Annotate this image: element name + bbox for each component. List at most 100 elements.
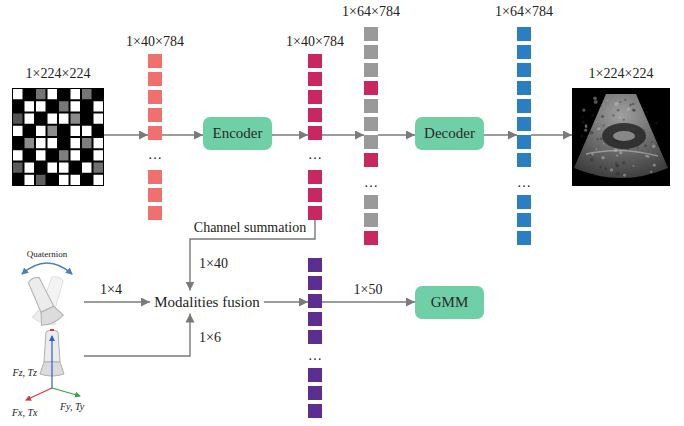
image-ground xyxy=(12,88,104,186)
masked-patch xyxy=(59,175,69,185)
edge-label: 1×4 xyxy=(98,282,124,297)
feature-token xyxy=(364,231,378,245)
feature-token xyxy=(308,188,322,202)
feature-token xyxy=(148,90,162,104)
masked-patch xyxy=(71,138,81,148)
speckle xyxy=(591,114,593,116)
feature-token xyxy=(148,108,162,122)
speckle xyxy=(617,109,620,112)
feature-column-illustration xyxy=(308,258,322,418)
dimension-label: 1×40 xyxy=(197,256,230,271)
gmm-box: GMM xyxy=(415,286,484,319)
speckle xyxy=(584,129,587,132)
flow-arrow xyxy=(378,134,415,135)
speckle xyxy=(646,111,648,113)
edge-label: 1×6 xyxy=(197,330,223,345)
input-image-illustration xyxy=(12,88,104,186)
dimension-label: 1×224×224 xyxy=(589,66,654,81)
feature-token xyxy=(364,117,378,131)
speckle xyxy=(630,104,632,106)
speckle xyxy=(632,103,635,106)
speckle xyxy=(633,165,635,167)
visible-patch xyxy=(36,89,46,99)
speckle xyxy=(593,96,597,100)
visible-patch xyxy=(59,101,69,111)
speckle xyxy=(619,151,622,154)
encoder-box: Encoder xyxy=(203,117,272,150)
speckle xyxy=(582,108,585,111)
visible-patch xyxy=(82,89,92,99)
masked-patch xyxy=(71,101,81,111)
flow-arrow xyxy=(322,301,415,302)
speckle xyxy=(644,145,647,148)
output-image: 1×224×224 xyxy=(572,88,670,186)
speckle xyxy=(616,165,619,168)
masked-patch xyxy=(71,89,81,99)
speckle xyxy=(594,100,595,101)
feature-token xyxy=(517,231,531,245)
probe-handle xyxy=(27,275,54,312)
speckle xyxy=(594,174,596,176)
feature-token xyxy=(517,153,531,167)
speckle xyxy=(604,167,607,170)
feature-token xyxy=(148,54,162,68)
speckle xyxy=(655,122,657,124)
speckle xyxy=(616,155,618,157)
speckle xyxy=(602,172,603,173)
box-label: GMM xyxy=(431,294,469,311)
speckle xyxy=(589,131,593,135)
speckle xyxy=(620,101,622,103)
feature-column: … xyxy=(308,258,322,418)
feature-token xyxy=(517,117,531,131)
masked-patch xyxy=(36,126,46,136)
speckle xyxy=(616,164,618,166)
feature-token xyxy=(517,45,531,59)
dimension-label: Fy, Ty xyxy=(60,401,84,412)
speckle xyxy=(590,158,594,162)
dimension-label: Quaternion xyxy=(27,250,68,260)
feature-token xyxy=(308,368,322,382)
feature-token xyxy=(364,45,378,59)
feature-token xyxy=(308,404,322,418)
masked-patch xyxy=(36,150,46,160)
speckle xyxy=(585,124,587,126)
masked-patch xyxy=(48,114,58,124)
feature-token xyxy=(517,63,531,77)
feature-token xyxy=(308,206,322,220)
masked-patch xyxy=(94,150,104,160)
visible-patch xyxy=(94,163,104,173)
edge-label: 1×50 xyxy=(352,282,385,297)
x-axis xyxy=(26,388,52,400)
quaternion-probe-illustration xyxy=(10,248,84,328)
feature-token xyxy=(308,294,322,308)
feature-token xyxy=(308,170,322,184)
box-label: Decoder xyxy=(424,125,475,142)
speckle xyxy=(656,137,657,138)
speckle xyxy=(622,161,626,165)
feature-column: 1×40×784… xyxy=(308,54,322,220)
feature-token xyxy=(148,170,162,184)
box-label: Encoder xyxy=(213,125,263,142)
masked-patch xyxy=(71,175,81,185)
feature-token xyxy=(308,386,322,400)
dimension-label: 1×40×784 xyxy=(286,34,344,49)
speckle xyxy=(619,116,621,118)
feature-token xyxy=(364,27,378,41)
speckle xyxy=(616,172,620,176)
flow-arrow xyxy=(531,134,572,135)
speckle xyxy=(602,124,604,126)
speckle xyxy=(601,115,604,118)
speckle xyxy=(597,138,599,140)
speckle xyxy=(599,166,602,169)
visible-patch xyxy=(48,126,58,136)
probe-head xyxy=(37,304,65,327)
feature-token xyxy=(364,81,378,95)
speckle xyxy=(587,166,588,167)
feature-token xyxy=(517,213,531,227)
fusion-node: Modalities fusion xyxy=(150,291,264,314)
output-image-illustration xyxy=(572,88,670,186)
quaternion-probe: Quaternion xyxy=(10,248,84,328)
feature-token xyxy=(364,63,378,77)
flow-arrow xyxy=(322,134,364,135)
